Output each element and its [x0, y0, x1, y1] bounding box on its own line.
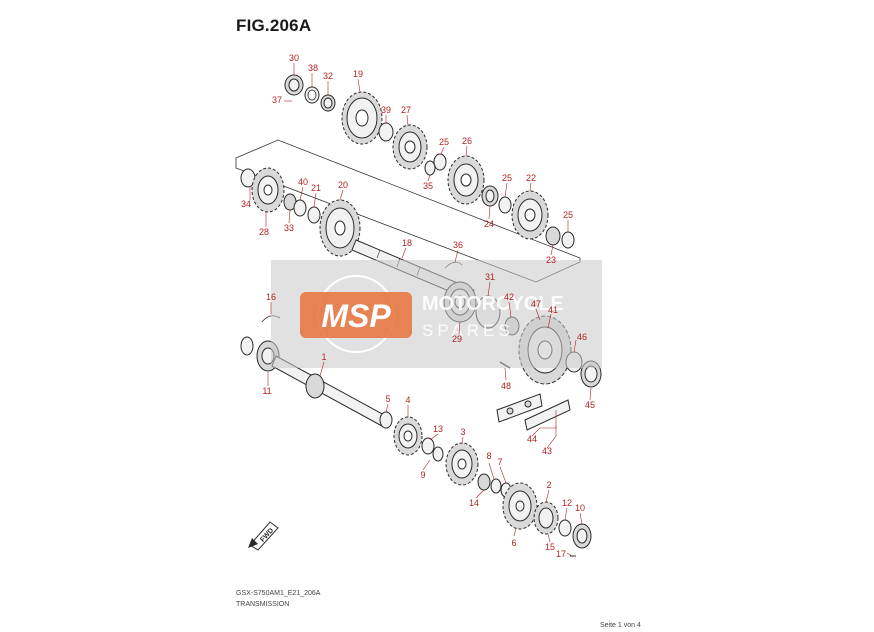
washer [433, 153, 447, 171]
part-number-p5[interactable]: 5 [385, 394, 390, 404]
part-number-p8[interactable]: 8 [486, 451, 491, 461]
gear [511, 190, 549, 240]
part-number-p39[interactable]: 39 [381, 105, 391, 115]
washer [490, 478, 502, 494]
part-number-p13[interactable]: 13 [433, 424, 443, 434]
gear [445, 442, 479, 486]
circlip [378, 122, 394, 142]
part-number-p29[interactable]: 29 [452, 334, 462, 344]
circlip [424, 160, 436, 176]
part-number-p16[interactable]: 16 [266, 292, 276, 302]
washer [240, 336, 254, 356]
part-number-p34[interactable]: 34 [241, 199, 251, 209]
gear [319, 199, 361, 257]
part-number-p14[interactable]: 14 [469, 498, 479, 508]
part-number-p12[interactable]: 12 [562, 498, 572, 508]
part-number-p6[interactable]: 6 [511, 538, 516, 548]
watermark: MSP MOTORCYCLE SPARES [271, 260, 602, 368]
washer [293, 199, 307, 217]
bushing [379, 411, 393, 429]
gear [392, 124, 428, 170]
part-number-p21[interactable]: 21 [311, 183, 321, 193]
part-number-p42[interactable]: 42 [504, 292, 514, 302]
gear [502, 482, 538, 530]
figure-title: FIG.206A [236, 16, 312, 35]
part-number-p32[interactable]: 32 [323, 71, 333, 81]
forward-direction-arrow-icon: FWD [248, 521, 279, 551]
circlip [432, 446, 444, 462]
part-number-p44[interactable]: 44 [527, 434, 537, 444]
part-number-p4[interactable]: 4 [405, 395, 410, 405]
part-number-p2[interactable]: 2 [546, 480, 551, 490]
gear [393, 416, 423, 456]
part-number-p11[interactable]: 11 [262, 386, 271, 396]
circlip [307, 206, 321, 224]
part-number-p26[interactable]: 26 [462, 136, 472, 146]
part-number-p24[interactable]: 24 [484, 219, 494, 229]
part-number-p48[interactable]: 48 [501, 381, 511, 391]
part-number-p1[interactable]: 1 [321, 352, 326, 362]
part-number-p3[interactable]: 3 [460, 427, 465, 437]
part-number-p45[interactable]: 45 [585, 400, 595, 410]
watermark-brand-line2: SPARES [422, 321, 514, 340]
part-number-p30[interactable]: 30 [289, 53, 299, 63]
gear [533, 501, 559, 535]
diagram-code: GSX-S750AM1_E21_206A [236, 590, 321, 597]
part-number-p46[interactable]: 46 [577, 332, 587, 342]
part-number-p9[interactable]: 9 [420, 470, 425, 480]
part-number-p43[interactable]: 43 [542, 446, 552, 456]
part-number-p47[interactable]: 47 [531, 299, 541, 309]
part-number-p38[interactable]: 38 [308, 63, 318, 73]
part-number-p35[interactable]: 35 [423, 181, 433, 191]
part-number-p23[interactable]: 23 [546, 255, 556, 265]
part-number-p20[interactable]: 20 [338, 180, 348, 190]
needle-bearing [545, 226, 561, 246]
thrust-washer [304, 86, 320, 104]
washer [498, 196, 512, 214]
leader-lines [249, 63, 592, 557]
bushing [477, 473, 491, 491]
part-number-p33[interactable]: 33 [284, 223, 294, 233]
bushing [320, 94, 336, 112]
part-number-p36[interactable]: 36 [453, 240, 463, 250]
part-number-p37[interactable]: 37 [272, 95, 282, 105]
washer [561, 231, 575, 249]
part-number-p15[interactable]: 15 [545, 542, 555, 552]
part-number-p19[interactable]: 19 [353, 69, 363, 79]
gear [251, 167, 285, 213]
needle-bearing [572, 523, 592, 549]
part-number-p25a[interactable]: 25 [439, 137, 449, 147]
washer [558, 519, 572, 537]
watermark-logo: MSP [321, 298, 391, 334]
part-number-p41[interactable]: 41 [548, 305, 558, 315]
part-number-p10[interactable]: 10 [575, 503, 585, 513]
washer [421, 437, 435, 455]
gear [447, 155, 485, 205]
watermark-brand-line1: MOTORCYCLE [422, 293, 564, 315]
gear [341, 91, 383, 145]
chain-joint [496, 393, 571, 431]
needle-bearing [284, 74, 304, 96]
part-number-p40[interactable]: 40 [298, 177, 308, 187]
part-number-p17[interactable]: 17 [556, 549, 566, 559]
part-number-p27[interactable]: 27 [401, 105, 411, 115]
part-number-p25b[interactable]: 25 [502, 173, 512, 183]
part-number-p31[interactable]: 31 [485, 272, 495, 282]
part-number-p28[interactable]: 28 [259, 227, 269, 237]
part-number-p18[interactable]: 18 [402, 238, 412, 248]
part-number-p7[interactable]: 7 [497, 457, 502, 467]
page-indicator: Seite 1 von 4 [600, 622, 641, 629]
part-number-p22[interactable]: 22 [526, 173, 536, 183]
needle-bearing [481, 185, 499, 207]
part-number-p25c[interactable]: 25 [563, 210, 573, 220]
diagram-name: TRANSMISSION [236, 601, 290, 608]
